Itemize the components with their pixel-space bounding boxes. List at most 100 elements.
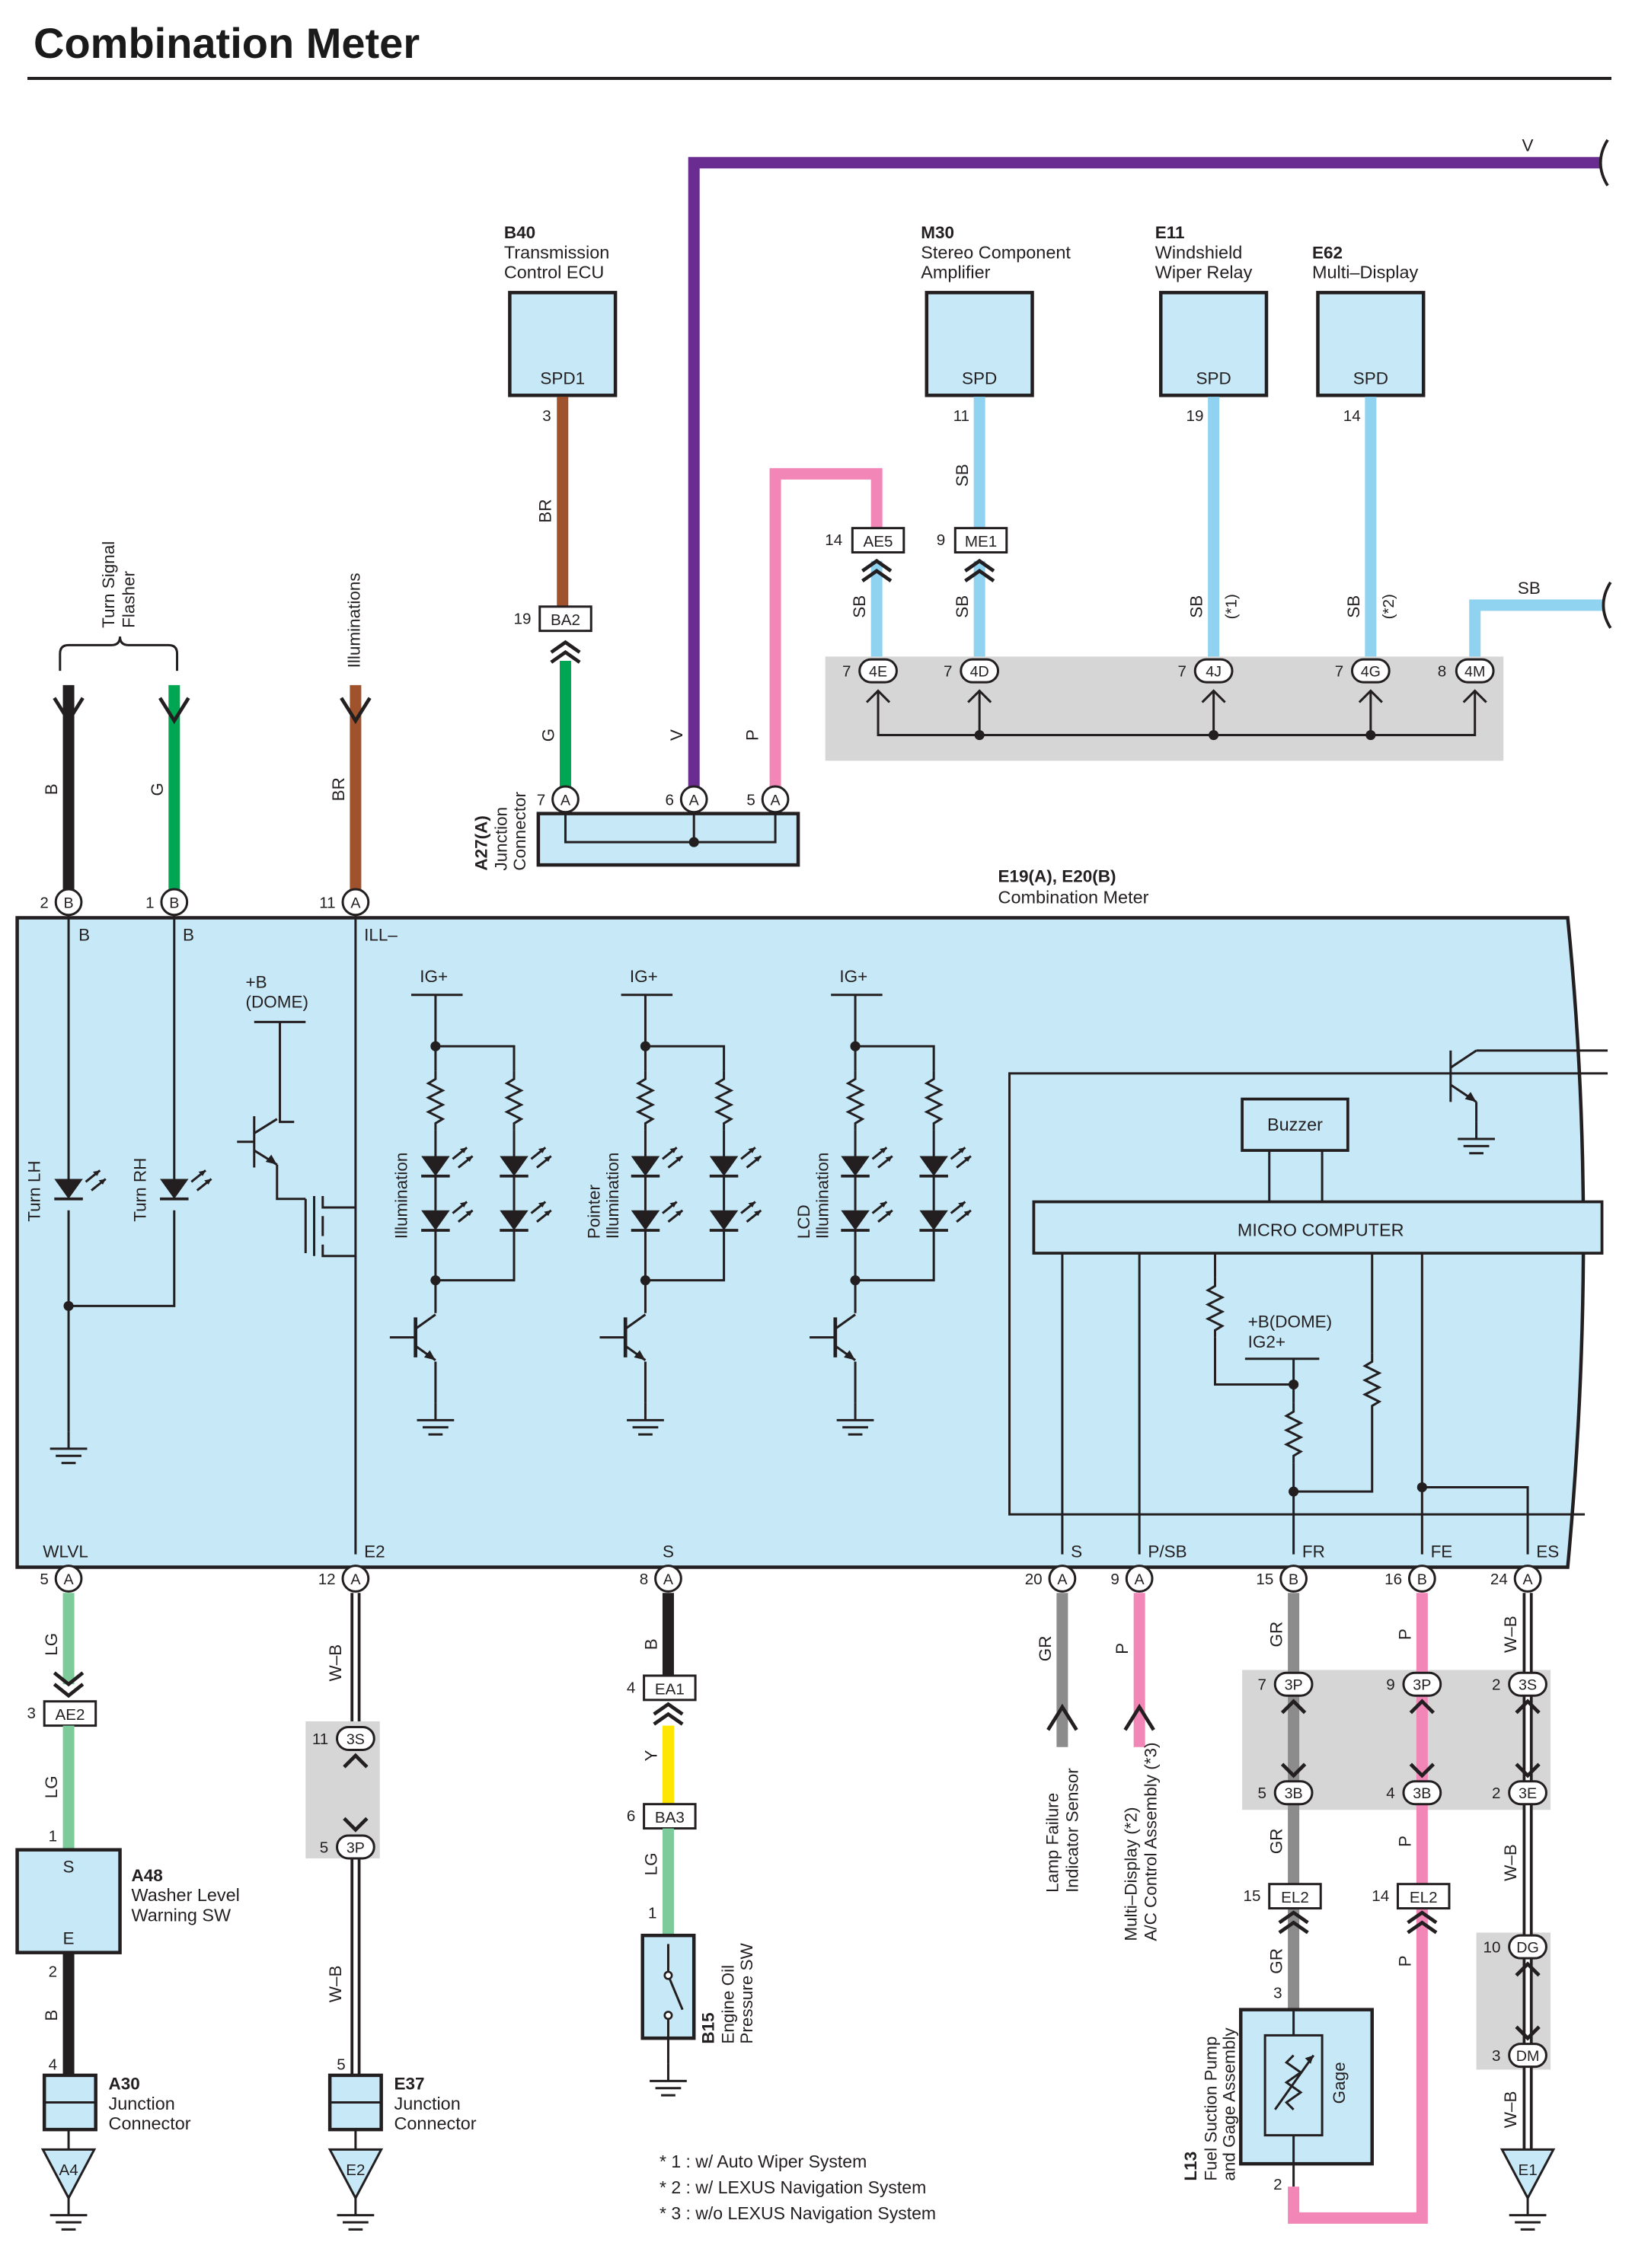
svg-text:2: 2 [40, 894, 48, 911]
svg-text:Windshield: Windshield [1155, 242, 1243, 262]
svg-text:A: A [1057, 1571, 1068, 1588]
svg-text:E37: E37 [394, 2075, 425, 2094]
svg-text:2: 2 [1492, 1676, 1500, 1694]
svg-text:Y: Y [641, 1750, 660, 1761]
svg-text:3: 3 [1273, 1985, 1282, 2002]
connector-ae5 [851, 527, 905, 554]
svg-text:B: B [641, 1638, 660, 1650]
svg-text:E62: E62 [1312, 243, 1343, 262]
svg-text:+B: +B [246, 972, 267, 991]
svg-text:4: 4 [627, 1679, 635, 1696]
svg-text:LG: LG [42, 1775, 61, 1798]
connector-el2-fe [1396, 1883, 1451, 1910]
svg-text:6: 6 [627, 1807, 635, 1825]
svg-text:EL2: EL2 [1281, 1889, 1309, 1906]
svg-text:FE: FE [1431, 1542, 1453, 1561]
svg-text:Turn LH: Turn LH [25, 1160, 44, 1221]
svg-text:G: G [148, 783, 167, 796]
svg-text:A: A [561, 792, 571, 809]
svg-text:P: P [1113, 1643, 1132, 1654]
svg-text:A4: A4 [59, 2161, 78, 2179]
a27-bus [564, 813, 777, 844]
connector-ba2-label: BA2 [551, 611, 580, 629]
svg-text:Multi–Display (*2): Multi–Display (*2) [1121, 1807, 1140, 1941]
micro-enclosure [1008, 1072, 1608, 1516]
svg-text:Amplifier: Amplifier [921, 263, 990, 282]
svg-text:E2: E2 [364, 1542, 385, 1561]
svg-text:15: 15 [1256, 1571, 1273, 1588]
a27-box [536, 812, 800, 867]
svg-text:3S: 3S [347, 1731, 365, 1748]
svg-text:SB: SB [953, 464, 972, 486]
connector-4j: 4J 7 [1178, 658, 1234, 684]
svg-text:4: 4 [1386, 1785, 1394, 1802]
b40-line1: Transmission [504, 242, 609, 262]
svg-text:3: 3 [27, 1705, 35, 1722]
svg-text:B: B [183, 925, 194, 944]
svg-text:Illumination: Illumination [813, 1153, 832, 1239]
svg-text:20: 20 [1025, 1571, 1043, 1588]
lcd-led-group: IG+ [810, 967, 972, 1436]
b40-line2: Control ECU [504, 263, 604, 282]
svg-text:S: S [63, 1858, 75, 1877]
turn-flasher-label2: Flasher [119, 570, 138, 627]
svg-text:M30: M30 [921, 223, 954, 242]
svg-text:W–B: W–B [326, 1644, 345, 1682]
connector-me1 [953, 527, 1008, 554]
svg-text:Buzzer: Buzzer [1267, 1115, 1323, 1134]
svg-text:7: 7 [842, 663, 851, 681]
connector-4m: 4M 8 [1438, 658, 1495, 684]
svg-text:GR: GR [1267, 1622, 1286, 1648]
svg-text:3E: 3E [1519, 1785, 1537, 1802]
svg-text:SB: SB [850, 595, 869, 618]
svg-text:B: B [169, 895, 179, 911]
meter-name: Combination Meter [998, 888, 1149, 908]
svg-text:A: A [689, 792, 700, 809]
svg-text:Fuel Suction Pump: Fuel Suction Pump [1201, 2037, 1220, 2181]
svg-text:B: B [42, 783, 61, 795]
svg-text:9: 9 [1386, 1676, 1394, 1694]
connector-ba3 [643, 1803, 697, 1830]
svg-text:LG: LG [641, 1852, 660, 1875]
svg-text:A: A [663, 1571, 674, 1588]
footnotes: * 1 : w/ Auto Wiper System * 2 : w/ LEXU… [660, 2148, 936, 2226]
svg-text:5: 5 [337, 2056, 345, 2073]
a27-line2: Connector [510, 791, 529, 870]
svg-text:15: 15 [1244, 1887, 1261, 1905]
svg-text:14: 14 [1343, 407, 1361, 425]
svg-text:Stereo Component: Stereo Component [921, 242, 1071, 262]
wire-label-v-top: V [1522, 136, 1534, 155]
svg-text:2: 2 [1273, 2176, 1282, 2193]
svg-text:EA1: EA1 [655, 1680, 685, 1698]
svg-text:B15: B15 [698, 2012, 717, 2043]
svg-text:SPD: SPD [962, 368, 997, 388]
turn-flasher-label1: Turn Signal [99, 541, 118, 628]
svg-text:Junction: Junction [394, 2094, 461, 2113]
junction-block-sb [825, 656, 1504, 761]
svg-text:1: 1 [49, 1827, 57, 1845]
svg-text:A48: A48 [132, 1866, 163, 1885]
svg-text:GR: GR [1267, 1948, 1286, 1974]
b40-pin: 3 [542, 407, 551, 425]
svg-text:5: 5 [746, 791, 755, 809]
svg-text:7: 7 [1335, 663, 1343, 681]
svg-text:3S: 3S [1519, 1677, 1537, 1694]
svg-text:SB: SB [1344, 595, 1363, 618]
svg-text:4G: 4G [1361, 664, 1381, 681]
svg-text:Pointer: Pointer [584, 1185, 603, 1239]
svg-text:9: 9 [937, 531, 945, 549]
svg-text:(DOME): (DOME) [246, 993, 308, 1012]
svg-text:B: B [63, 895, 73, 911]
svg-text:and Gage Assembly: and Gage Assembly [1220, 2027, 1239, 2181]
svg-text:W–B: W–B [1501, 1616, 1520, 1653]
svg-text:BR: BR [329, 777, 348, 801]
svg-text:8: 8 [640, 1571, 648, 1588]
svg-text:2: 2 [49, 1963, 57, 1981]
svg-text:GR: GR [1267, 1829, 1286, 1855]
title-rule [27, 77, 1611, 80]
svg-text:11: 11 [953, 407, 969, 425]
illuminations-label: Illuminations [345, 573, 364, 668]
svg-text:E: E [63, 1928, 75, 1947]
svg-text:WLVL: WLVL [43, 1542, 88, 1561]
svg-text:4D: 4D [970, 664, 989, 681]
